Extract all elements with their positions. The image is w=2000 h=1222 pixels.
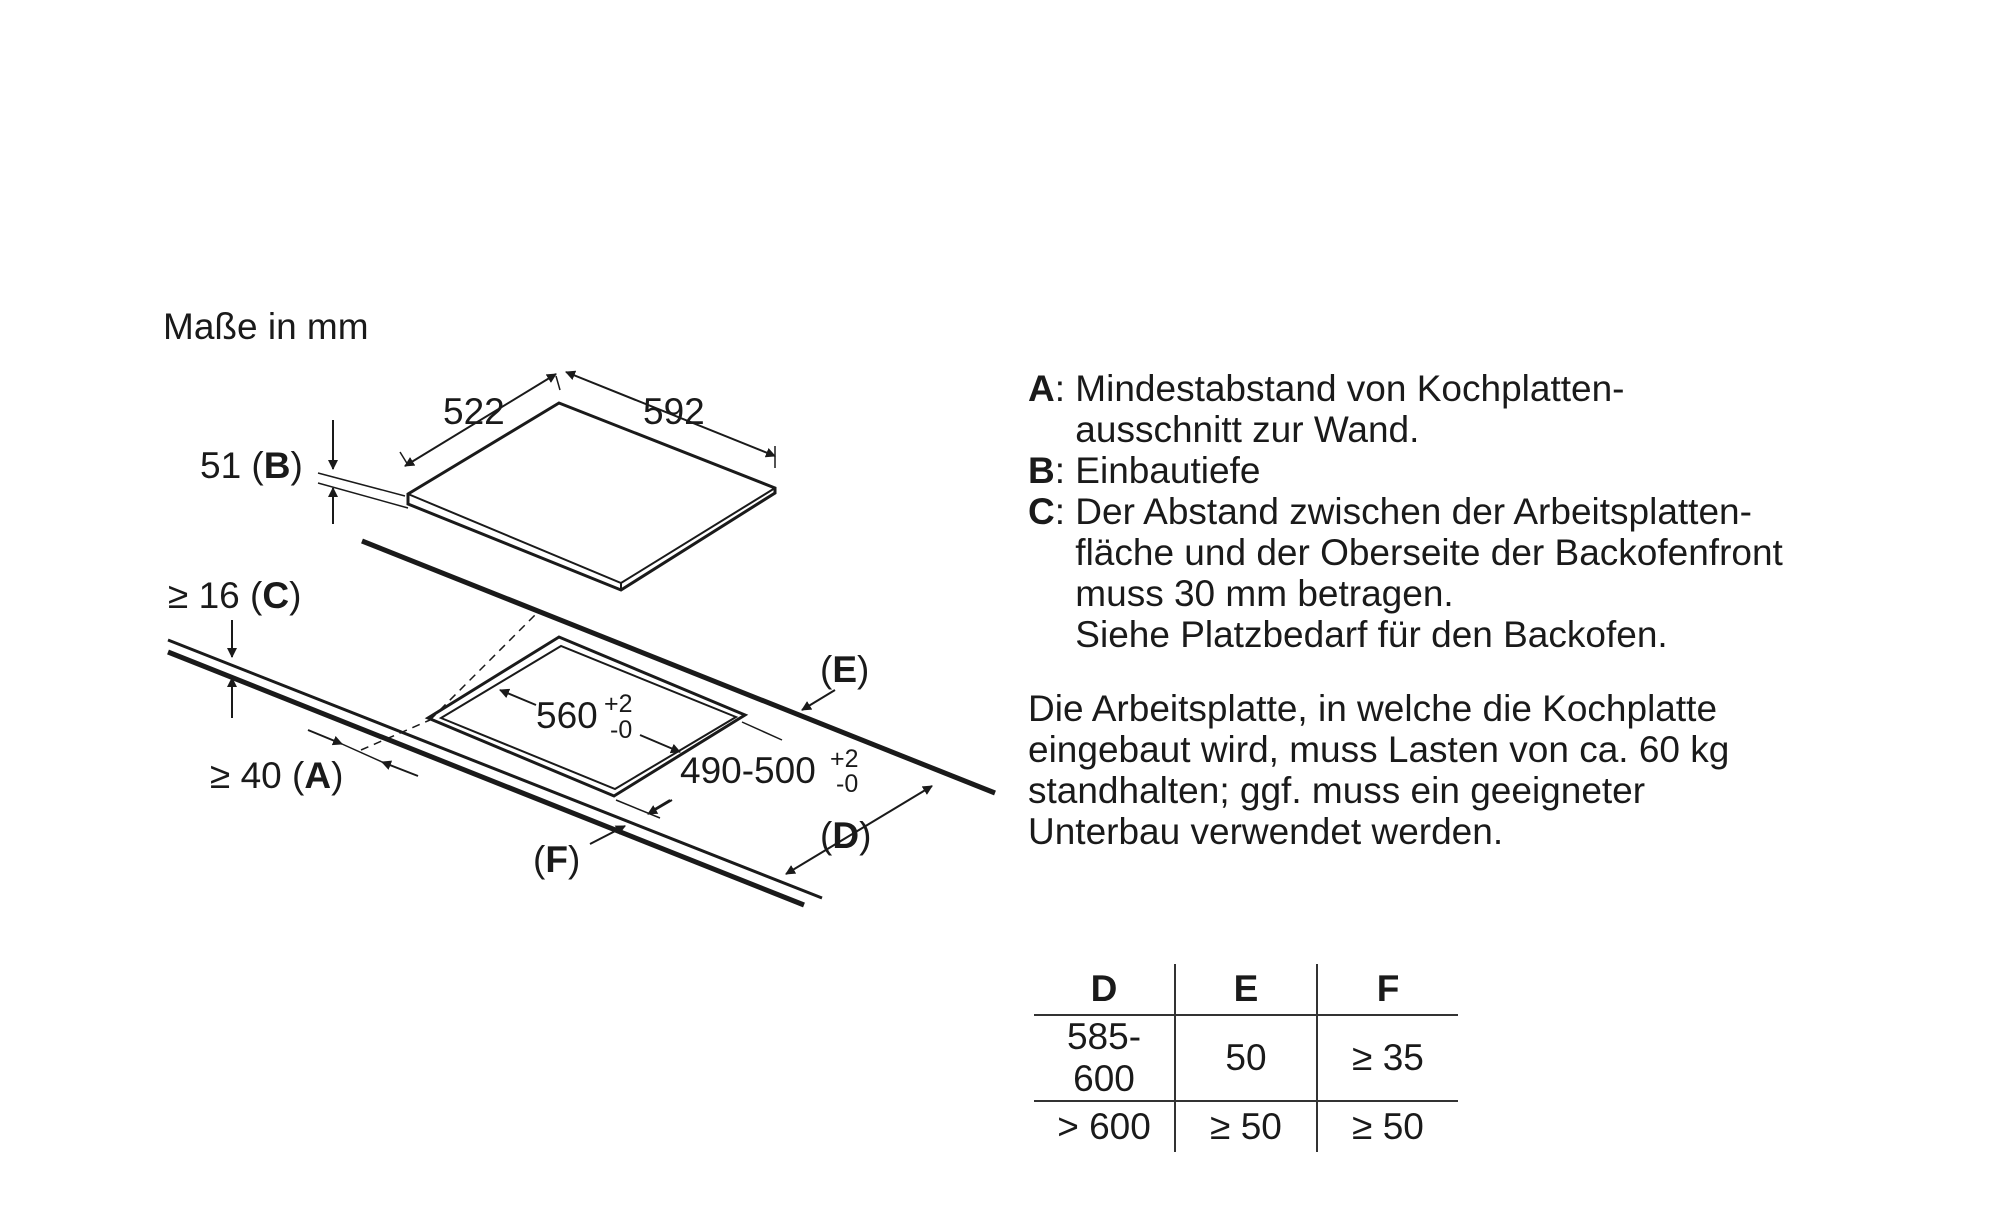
hidden-line [429, 609, 541, 721]
dimension-cutout-depth-tol-plus: +2 [830, 745, 859, 773]
hidden-line [360, 719, 431, 751]
legend-key: A [1028, 368, 1055, 409]
table-header: F [1316, 964, 1458, 1016]
table-cell: 585-600 [1034, 1015, 1175, 1102]
legend-text: Einbautiefe [1075, 450, 1261, 491]
dimension-depth-label: 522 [443, 391, 505, 432]
legend-key: B [1028, 450, 1055, 491]
legend-item-b: B: Einbautiefe [1028, 450, 1261, 491]
table-cell: ≥ 50 [1174, 1101, 1317, 1152]
dimension-height-label: 51 (B) [200, 445, 303, 486]
dimension-cutout-width-tol-minus: -0 [610, 716, 632, 744]
dimension-depth [399, 373, 561, 467]
installation-diagram: 522 592 51 (B) 560 +2 -0 490-50 [167, 370, 996, 908]
units-label: Maße in mm [163, 306, 369, 347]
dimension-cutout-depth-tol-minus: -0 [836, 770, 858, 798]
dimension-width-label: 592 [643, 391, 705, 432]
legend: A: Mindestabstand von Kochplatten- aussc… [1028, 368, 1783, 655]
legend-text: Mindestabstand von Kochplatten- ausschni… [1075, 368, 1625, 450]
note-line: standhalten; ggf. muss ein geeigneter [1028, 770, 1646, 811]
label-f-arrow [589, 825, 626, 845]
dimension-d [785, 785, 933, 875]
note-line: Die Arbeitsplatte, in welche die Kochpla… [1028, 688, 1718, 729]
table-cell: > 600 [1057, 1106, 1151, 1147]
dimension-cutout-depth [615, 721, 783, 819]
table-header-row: D E F [1034, 964, 1458, 1016]
table-header: E [1174, 964, 1317, 1016]
table-header: D [1034, 964, 1175, 1016]
note-line: eingebaut wird, muss Lasten von ca. 60 k… [1028, 729, 1730, 770]
load-note: Die Arbeitsplatte, in welche die Kochpla… [1028, 688, 1729, 852]
dimension-cutout-width [499, 688, 681, 754]
legend-text: Der Abstand zwischen der Arbeitsplatten-… [1075, 491, 1783, 655]
legend-item-a: A: Mindestabstand von Kochplatten- aussc… [1028, 368, 1625, 450]
dimension-height [317, 420, 409, 524]
note-line: Unterbau verwendet werden. [1028, 811, 1504, 852]
dimension-cutout-depth-label: 490-500 [680, 750, 816, 791]
table-cell: ≥ 35 [1316, 1015, 1458, 1102]
table-row: 585-600 50 ≥ 35 [1034, 1015, 1458, 1102]
dimension-table: D E F 585-600 50 ≥ 35 > 600 ≥ 50 ≥ 50 [1034, 964, 1458, 1152]
worktop-back-edge [361, 538, 996, 796]
label-e-arrow [801, 689, 836, 711]
dimension-cutout-width-label: 560 [536, 695, 598, 736]
label-e: (E) [820, 649, 869, 690]
cutout [424, 635, 749, 798]
dimension-cutout-width-tol-plus: +2 [604, 690, 633, 718]
legend-key: C [1028, 491, 1055, 532]
label-f: (F) [533, 839, 580, 880]
legend-item-c: C: Der Abstand zwischen der Arbeitsplatt… [1028, 491, 1783, 655]
table-cell: ≥ 50 [1316, 1101, 1458, 1152]
dimension-gap-c-label: ≥ 16 (C) [168, 575, 301, 616]
table-cell: 50 [1174, 1015, 1317, 1102]
dimension-width [565, 370, 776, 468]
dimension-gap-a [307, 729, 419, 777]
label-d: (D) [820, 815, 871, 856]
dimension-gap-a-label: ≥ 40 (A) [210, 755, 343, 796]
worktop-front-edge [167, 638, 823, 908]
table-row: > 600 ≥ 50 ≥ 50 [1034, 1101, 1458, 1152]
